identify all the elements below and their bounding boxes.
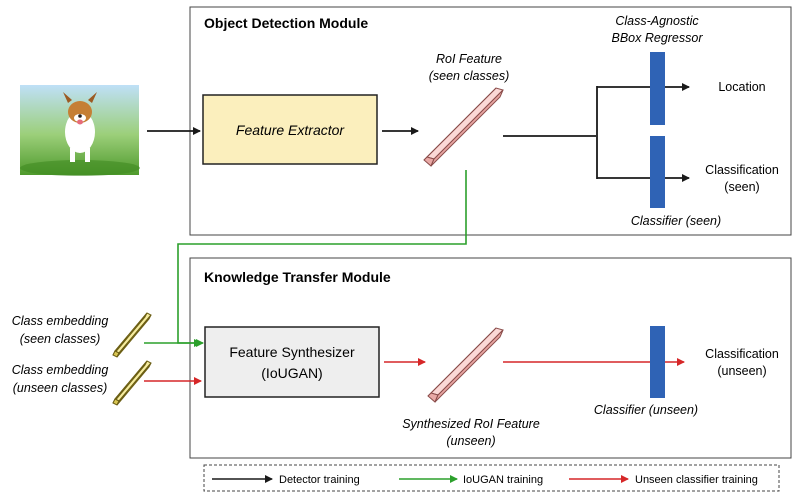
legend-frame (203, 464, 780, 492)
bbox-regressor-bar (650, 52, 665, 125)
knowledge-transfer-module-frame (189, 257, 792, 459)
embedding-seen-label-line2: (seen classes) (20, 332, 101, 346)
synthesized-feature-label-line2: (unseen) (446, 434, 495, 448)
regressor-label-line1: Class-Agnostic (615, 14, 699, 28)
feature-extractor-label: Feature Extractor (236, 122, 345, 138)
regressor-label-line2: BBox Regressor (611, 31, 703, 45)
classifier-unseen-label: Classifier (unseen) (594, 403, 698, 417)
object-detection-module-frame (189, 6, 792, 236)
synthesized-feature-label-line1: Synthesized RoI Feature (402, 417, 540, 431)
transfer-module-title: Knowledge Transfer Module (204, 269, 391, 285)
legend-detector-label: Detector training (279, 474, 360, 486)
detection-module-title: Object Detection Module (204, 15, 368, 31)
classification-seen-label-line2: (seen) (724, 180, 759, 194)
location-label: Location (718, 80, 765, 94)
feature-synthesizer-box (204, 326, 380, 398)
roi-feature-seen-bar (423, 87, 504, 167)
legend-unseen-label: Unseen classifier training (635, 474, 758, 486)
roi-feature-label-line1: RoI Feature (436, 52, 502, 66)
synthesizer-label-line1: Feature Synthesizer (229, 344, 355, 360)
feature-extractor-box (202, 94, 378, 165)
dog-photo-icon (20, 85, 140, 176)
classification-unseen-label-line1: Classification (705, 347, 779, 361)
synthesized-roi-feature-bar (427, 327, 504, 403)
classifier-seen-bar (650, 136, 665, 208)
classifier-unseen-bar (650, 326, 665, 398)
roi-feature-label-line2: (seen classes) (429, 69, 510, 83)
legend: Detector training IoUGAN training Unseen… (203, 464, 780, 492)
class-embedding-unseen-bar (112, 360, 152, 406)
synthesizer-label-line2: (IoUGAN) (261, 365, 322, 381)
iougan-training-path (177, 170, 467, 347)
legend-iougan-label: IoUGAN training (463, 474, 543, 486)
class-embedding-seen-bar (112, 312, 152, 358)
embedding-unseen-label-line2: (unseen classes) (13, 381, 108, 395)
classification-unseen-label-line2: (unseen) (717, 364, 766, 378)
embedding-seen-label-line1: Class embedding (12, 314, 109, 328)
embedding-unseen-label-line1: Class embedding (12, 363, 109, 377)
classification-seen-label-line1: Classification (705, 163, 779, 177)
classifier-seen-label: Classifier (seen) (631, 214, 721, 228)
